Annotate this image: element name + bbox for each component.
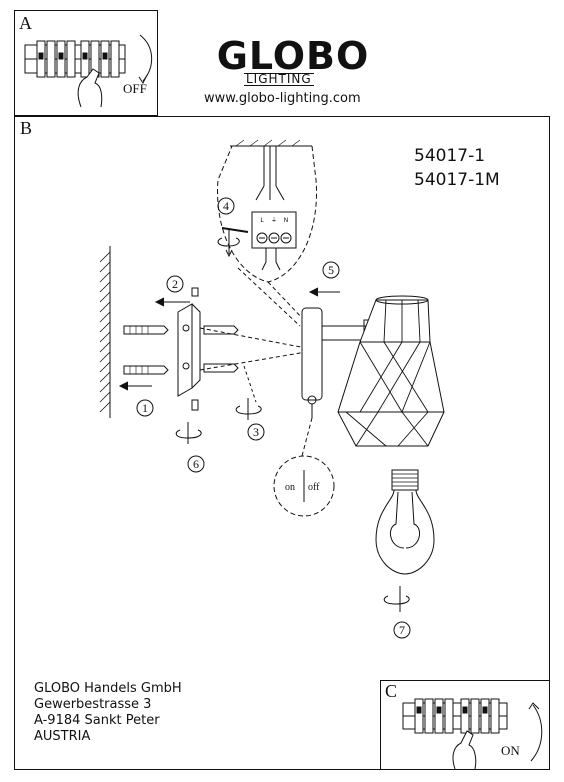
panel-a-letter: A: [19, 13, 32, 33]
panel-c-letter: C: [385, 681, 398, 701]
step-number: 4: [223, 199, 229, 213]
step-number: 1: [142, 401, 148, 415]
breaker-on-illustration: [402, 698, 543, 770]
brand-url: www.globo-lighting.com: [204, 91, 361, 106]
brand-logo-sub: LIGHTING: [244, 72, 314, 86]
step-number: 2: [172, 277, 178, 291]
terminal-label: N: [284, 217, 289, 224]
panel-b-letter: B: [20, 118, 33, 138]
step-number: 6: [193, 457, 199, 471]
company-address: GLOBO Handels GmbH Gewerbestrasse 3 A-91…: [34, 681, 182, 745]
on-label: ON: [501, 743, 520, 758]
address-line: GLOBO Handels GmbH: [34, 681, 182, 696]
address-line: Gewerbestrasse 3: [34, 697, 152, 712]
off-label: OFF: [123, 81, 147, 96]
step-number: 7: [399, 623, 405, 637]
panel-c: C ON: [380, 680, 550, 770]
breaker-off-illustration: [24, 34, 153, 108]
step-number: 3: [253, 425, 259, 439]
step-number: 5: [328, 263, 334, 277]
terminal-label: L: [260, 217, 264, 224]
switch-on-label: on: [285, 482, 295, 493]
model-number: 54017-1M: [414, 170, 500, 190]
address-line: AUSTRIA: [34, 729, 91, 744]
terminal-label: ⏚: [271, 217, 277, 224]
panel-b: [14, 116, 550, 770]
brand-logo: GLOBO: [216, 34, 370, 78]
switch-off-label: off: [308, 482, 320, 493]
address-line: A-9184 Sankt Peter: [34, 713, 160, 728]
model-number: 54017-1: [414, 146, 486, 166]
panel-a: A OFF: [14, 10, 158, 116]
